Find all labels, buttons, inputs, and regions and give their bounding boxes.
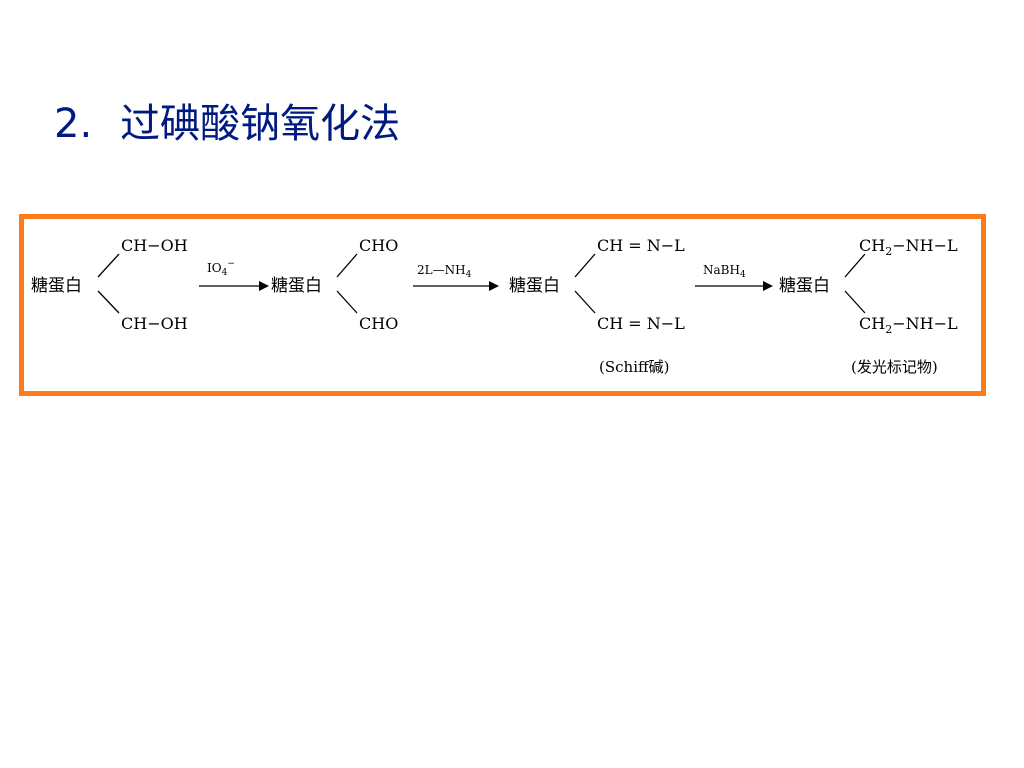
stage4-bottom-group: CH2−NH−L (859, 314, 958, 336)
title-text: 过碘酸钠氧化法 (120, 101, 401, 147)
bond-line (97, 290, 120, 314)
reaction-scheme-frame: 糖蛋白 CH−OH CH−OH IO4− 糖蛋白 CHO CHO 2L—NH4 … (19, 214, 986, 396)
arrow-head-icon (259, 281, 269, 291)
stage2-bottom-group: CHO (359, 314, 398, 333)
bond-line (574, 290, 596, 314)
luminescent-label-note: (发光标记物) (851, 358, 938, 376)
bond-line (844, 253, 866, 278)
arrow3-reagent: NaBH4 (703, 263, 746, 280)
bond-line (574, 253, 596, 278)
bond-line (844, 290, 866, 314)
protein-label-3: 糖蛋白 (509, 276, 560, 296)
stage1-top-group: CH−OH (121, 236, 188, 255)
stage3-top-group: CH = N−L (597, 236, 685, 255)
slide-title: 2. 过碘酸钠氧化法 (54, 96, 400, 152)
bond-line (336, 290, 358, 314)
schiff-base-note: (Schiff碱) (599, 358, 670, 376)
protein-label-2: 糖蛋白 (271, 276, 322, 296)
protein-label-4: 糖蛋白 (779, 276, 830, 296)
stage1-bottom-group: CH−OH (121, 314, 188, 333)
arrow2-reagent: 2L—NH4 (417, 263, 472, 280)
arrow-head-icon (489, 281, 499, 291)
bond-line (97, 253, 120, 278)
title-number: 2. (54, 101, 93, 147)
stage3-bottom-group: CH = N−L (597, 314, 685, 333)
stage4-top-group: CH2−NH−L (859, 236, 958, 258)
arrow1-reagent: IO4− (207, 259, 235, 278)
protein-label-1: 糖蛋白 (31, 276, 82, 296)
arrow-head-icon (763, 281, 773, 291)
stage2-top-group: CHO (359, 236, 398, 255)
bond-line (336, 253, 358, 278)
reaction-scheme: 糖蛋白 CH−OH CH−OH IO4− 糖蛋白 CHO CHO 2L—NH4 … (31, 236, 958, 376)
